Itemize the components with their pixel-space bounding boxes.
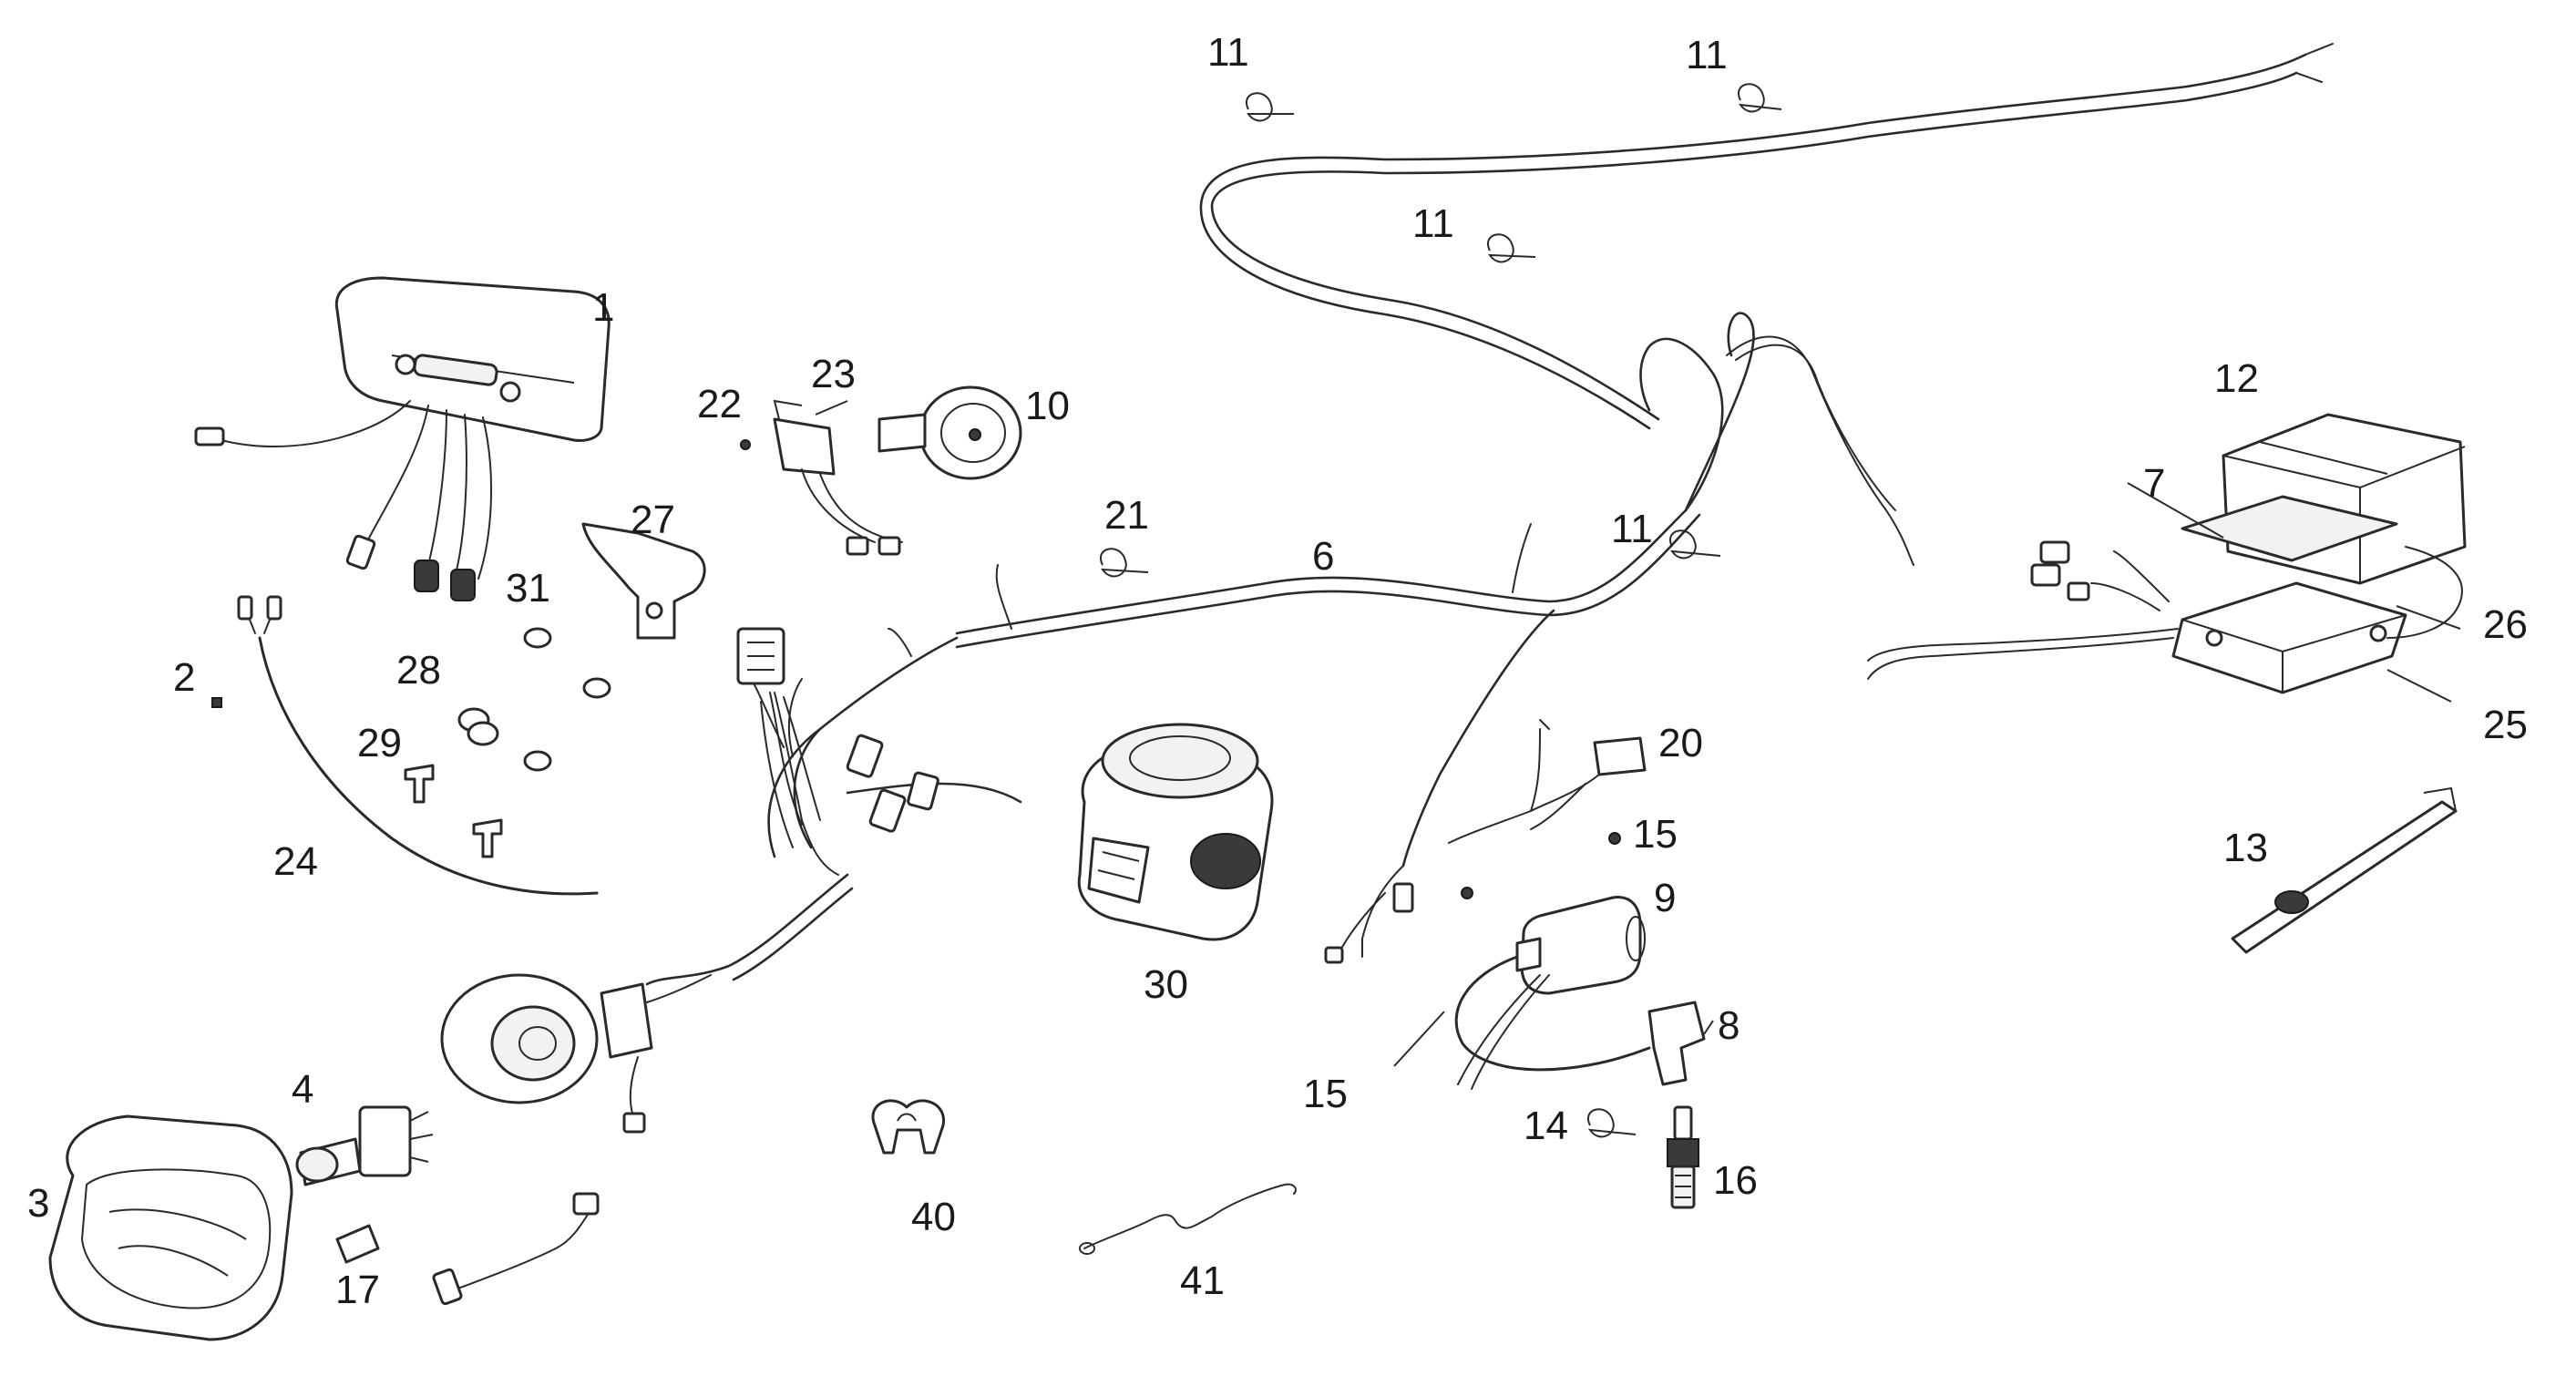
callout-11-middle: 11 [1412, 201, 1454, 246]
callout-10: 10 [1025, 384, 1070, 428]
callout-25: 25 [2483, 703, 2528, 747]
callout-28: 28 [396, 648, 441, 693]
callout-12: 12 [2214, 356, 2259, 401]
cable-clips [1100, 83, 1782, 1138]
clamp-and-spring [871, 1099, 1297, 1255]
callout-4: 4 [292, 1067, 313, 1112]
callout-13: 13 [2223, 826, 2268, 870]
callout-40: 40 [911, 1195, 956, 1239]
callout-23: 23 [811, 352, 856, 396]
callout-29: 29 [357, 721, 402, 765]
horn-and-relay [740, 385, 1022, 556]
callout-6: 6 [1312, 534, 1334, 579]
callout-2: 2 [173, 655, 195, 700]
rubber-strap [2231, 786, 2458, 954]
callout-16: 16 [1713, 1158, 1758, 1203]
callout-1: 1 [592, 285, 614, 330]
callout-26: 26 [2483, 602, 2528, 647]
callout-24: 24 [273, 839, 318, 884]
harness-branch-cluster [736, 627, 939, 876]
ignition-coil-assembly [1324, 719, 1706, 1209]
main-wiring-harness [645, 43, 2334, 986]
callout-15-upper: 15 [1633, 812, 1678, 857]
callout-27: 27 [631, 498, 675, 542]
ignition-switch [1077, 723, 1274, 941]
headlight-assembly [48, 973, 712, 1341]
callout-3: 3 [27, 1181, 49, 1226]
bracket-and-fasteners [404, 522, 706, 858]
callout-17: 17 [335, 1268, 380, 1312]
callout-7: 7 [2143, 461, 2165, 506]
callout-21: 21 [1104, 493, 1149, 538]
cdi-unit-assembly [1867, 413, 2467, 694]
callout-41: 41 [1180, 1258, 1225, 1303]
ground-wire [211, 595, 599, 896]
leader-lines [1393, 482, 2461, 1067]
callout-14: 14 [1524, 1104, 1568, 1148]
callout-8: 8 [1718, 1003, 1740, 1048]
callout-31: 31 [506, 566, 550, 611]
callout-11-top-left: 11 [1207, 30, 1249, 75]
callout-11-lower: 11 [1611, 507, 1653, 551]
callout-15-lower: 15 [1303, 1072, 1348, 1116]
callout-30: 30 [1144, 962, 1188, 1007]
callout-11-top-right: 11 [1686, 33, 1728, 77]
callout-9: 9 [1654, 876, 1676, 920]
callout-labels: 1 2 3 4 6 7 8 9 10 11 11 11 11 12 13 14 … [27, 30, 2528, 1312]
callout-20: 20 [1658, 721, 1703, 765]
callout-22: 22 [697, 382, 742, 426]
instrument-panel [194, 276, 611, 601]
